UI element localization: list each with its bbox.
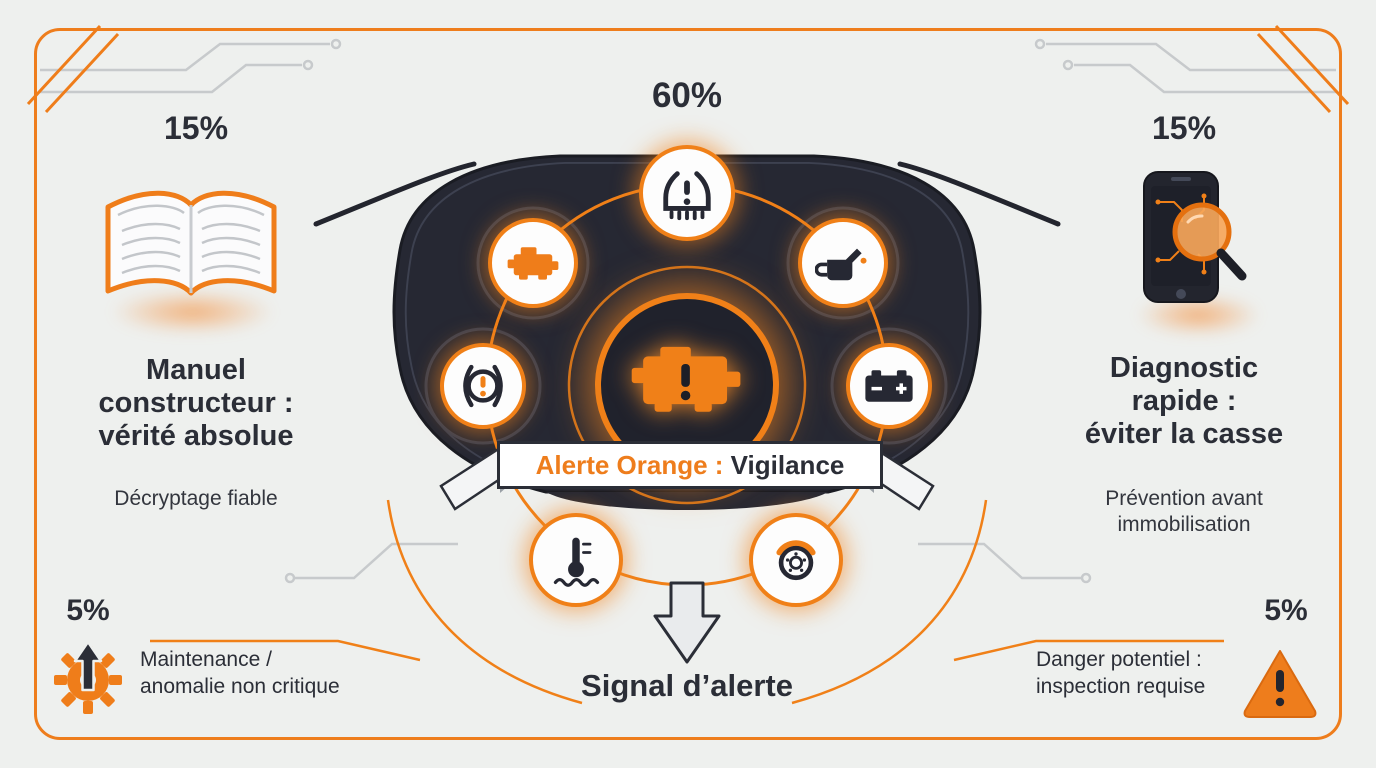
percent-diagnostic: 15% — [1151, 110, 1217, 146]
tire-pressure-icon — [639, 145, 735, 241]
oil-can-icon — [798, 218, 888, 308]
phone-magnifier-icon — [1118, 168, 1258, 320]
percent-center: 60% — [651, 76, 723, 115]
border-frame — [34, 28, 1342, 740]
banner-highlight-text: Alerte Orange : — [535, 449, 724, 480]
car-body-line-left — [313, 161, 477, 227]
warning-triangle-icon — [1240, 646, 1320, 718]
manual-subtitle: Décryptage fiable — [114, 487, 278, 510]
diagnostic-subtitle: Prévention avant immobilisation — [1105, 487, 1263, 536]
down-arrow-icon — [653, 581, 721, 664]
brake-disc-icon — [749, 513, 843, 607]
coolant-temperature-icon — [529, 513, 623, 607]
percent-maintenance: 5% — [66, 594, 110, 627]
danger-label: Danger potentiel : inspection requise — [1036, 648, 1206, 698]
open-book-icon — [96, 176, 286, 321]
gear-up-arrow-icon — [48, 636, 128, 716]
manual-title: Manuel constructeur : vérité absolue — [98, 354, 294, 452]
signal-label: Signal d’alerte — [581, 668, 793, 703]
brake-warning-icon — [440, 343, 526, 429]
maintenance-label: Maintenance / anomalie non critique — [140, 648, 340, 698]
car-body-line-right — [897, 161, 1061, 227]
percent-danger: 5% — [1264, 594, 1308, 627]
battery-icon — [846, 343, 932, 429]
banner-rest-text: Vigilance — [723, 449, 845, 480]
diagnostic-title: Diagnostic rapide : éviter la casse — [1084, 352, 1284, 450]
percent-manual: 15% — [163, 110, 229, 146]
book-glow — [110, 290, 275, 334]
alert-banner: Alerte Orange : Vigilance — [497, 441, 883, 489]
check-engine-icon — [488, 218, 578, 308]
